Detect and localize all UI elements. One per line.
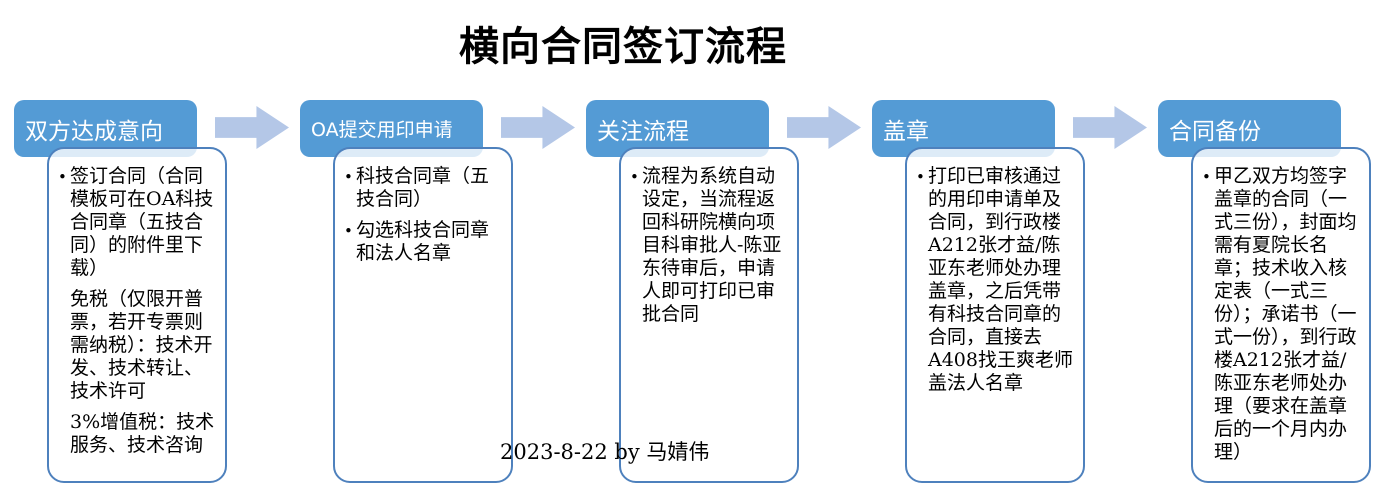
paragraph-text: 3%增值税：技术服务、技术咨询 <box>70 411 215 456</box>
diagram-title: 横向合同签订流程 <box>459 24 787 70</box>
paragraph-text: 打印已审核通过的用印申请单及合同，到行政楼A212张才益/陈亚东老师处办理盖章，… <box>928 165 1073 394</box>
bullet-dot-icon: • <box>344 168 353 186</box>
paragraph: •3%增值税：技术服务、技术咨询 <box>57 411 217 457</box>
bullet-item: •勾选科技合同章和法人名章 <box>343 219 503 265</box>
step-body: •流程为系统自动设定，当流程返回科研院横向项目科审批人-陈亚东待审后，申请人即可… <box>619 147 799 483</box>
paragraph-text: 流程为系统自动设定，当流程返回科研院横向项目科审批人-陈亚东待审后，申请人即可打… <box>642 165 782 325</box>
bullet-item: •流程为系统自动设定，当流程返回科研院横向项目科审批人-陈亚东待审后，申请人即可… <box>629 165 789 326</box>
step-body: •科技合同章（五技合同）•勾选科技合同章和法人名章 <box>333 147 513 483</box>
bullet-dot-icon: • <box>1202 168 1211 186</box>
paragraph-text: 勾选科技合同章和法人名章 <box>356 219 490 264</box>
bullet-dot-icon: • <box>58 168 67 186</box>
bullet-item: •签订合同（合同模板可在OA科技合同章（五技合同）的附件里下载） <box>57 165 217 280</box>
paragraph-text: 科技合同章（五技合同） <box>356 165 490 210</box>
bullet-dot-icon: • <box>344 222 353 240</box>
flow-step: 双方达成意向 •签订合同（合同模板可在OA科技合同章（五技合同）的附件里下载）•… <box>14 100 228 483</box>
flow-step: OA提交用印申请 •科技合同章（五技合同）•勾选科技合同章和法人名章 <box>300 100 514 483</box>
bullet-item: •甲乙双方均签字盖章的合同（一式三份），封面均需有夏院长名章；技术收入核定表（一… <box>1201 165 1361 464</box>
flow-step: 盖章 •打印已审核通过的用印申请单及合同，到行政楼A212张才益/陈亚东老师处办… <box>872 100 1086 483</box>
paragraph-text: 签订合同（合同模板可在OA科技合同章（五技合同）的附件里下载） <box>70 165 214 279</box>
paragraph-text: 甲乙双方均签字盖章的合同（一式三份），封面均需有夏院长名章；技术收入核定表（一式… <box>1214 165 1357 463</box>
bullet-dot-icon: • <box>916 168 925 186</box>
step-body: •签订合同（合同模板可在OA科技合同章（五技合同）的附件里下载）•免税（仅限开普… <box>47 147 227 483</box>
bullet-item: •科技合同章（五技合同） <box>343 165 503 211</box>
paragraph: •免税（仅限开普票，若开专票则需纳税）：技术开发、技术转让、技术许可 <box>57 288 217 403</box>
paragraph-text: 免税（仅限开普票，若开专票则需纳税）：技术开发、技术转让、技术许可 <box>70 288 213 402</box>
footer-credit: 2023-8-22 by 马婧伟 <box>500 440 710 464</box>
flow-step: 关注流程 •流程为系统自动设定，当流程返回科研院横向项目科审批人-陈亚东待审后，… <box>586 100 800 483</box>
step-body: •打印已审核通过的用印申请单及合同，到行政楼A212张才益/陈亚东老师处办理盖章… <box>905 147 1085 483</box>
flow-step: 合同备份 •甲乙双方均签字盖章的合同（一式三份），封面均需有夏院长名章；技术收入… <box>1158 100 1372 483</box>
bullet-item: •打印已审核通过的用印申请单及合同，到行政楼A212张才益/陈亚东老师处办理盖章… <box>915 165 1075 395</box>
step-body: •甲乙双方均签字盖章的合同（一式三份），封面均需有夏院长名章；技术收入核定表（一… <box>1191 147 1371 483</box>
bullet-dot-icon: • <box>630 168 639 186</box>
